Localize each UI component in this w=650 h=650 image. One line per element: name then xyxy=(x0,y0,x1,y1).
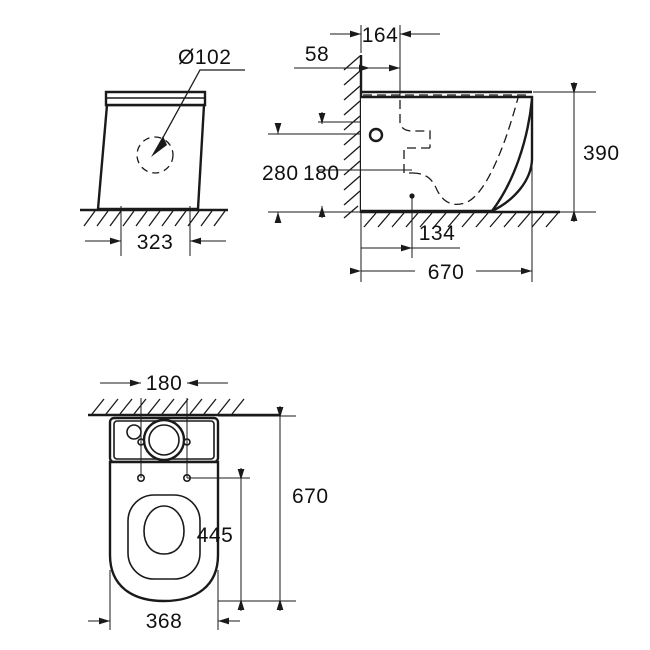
plan-view: 180 445 670 368 xyxy=(88,372,329,633)
side-164-label: 164 xyxy=(362,24,399,47)
plan-368-label: 368 xyxy=(146,610,183,633)
plan-bowl-aperture xyxy=(143,505,185,555)
side-58-label: 58 xyxy=(305,43,329,66)
plan-wall-hatching xyxy=(91,398,245,415)
plan-flush-valve-inner-circle xyxy=(148,424,180,456)
side-670-label: 670 xyxy=(428,261,465,284)
front-view: Ø102 323 xyxy=(80,46,245,256)
plan-670-label: 670 xyxy=(292,485,329,508)
side-280-label: 280 xyxy=(262,162,299,185)
side-inlet-hole xyxy=(368,127,384,143)
side-134-label: 134 xyxy=(419,222,456,245)
side-390-label: 390 xyxy=(583,142,620,165)
front-diameter-label: Ø102 xyxy=(178,46,231,69)
side-toilet-body-outline xyxy=(361,95,534,213)
side-hidden-tank-detail xyxy=(399,100,431,148)
front-flush-opening-circle xyxy=(136,136,174,174)
side-view: 164 58 280 180 390 134 670 xyxy=(262,24,620,284)
side-bowl-front-edge xyxy=(491,98,534,212)
plan-overflow-circle xyxy=(126,424,142,440)
front-ground-hatching xyxy=(83,210,226,227)
side-wall-hatching xyxy=(343,55,361,219)
front-width-label: 323 xyxy=(137,231,174,254)
front-diameter-leader-arrow xyxy=(151,136,167,157)
plan-180-label: 180 xyxy=(146,372,183,395)
plan-445-label: 445 xyxy=(197,524,234,547)
side-hidden-bowl-profile xyxy=(411,97,519,205)
side-180-label: 180 xyxy=(303,162,340,185)
front-diameter-leader-line xyxy=(159,69,245,144)
